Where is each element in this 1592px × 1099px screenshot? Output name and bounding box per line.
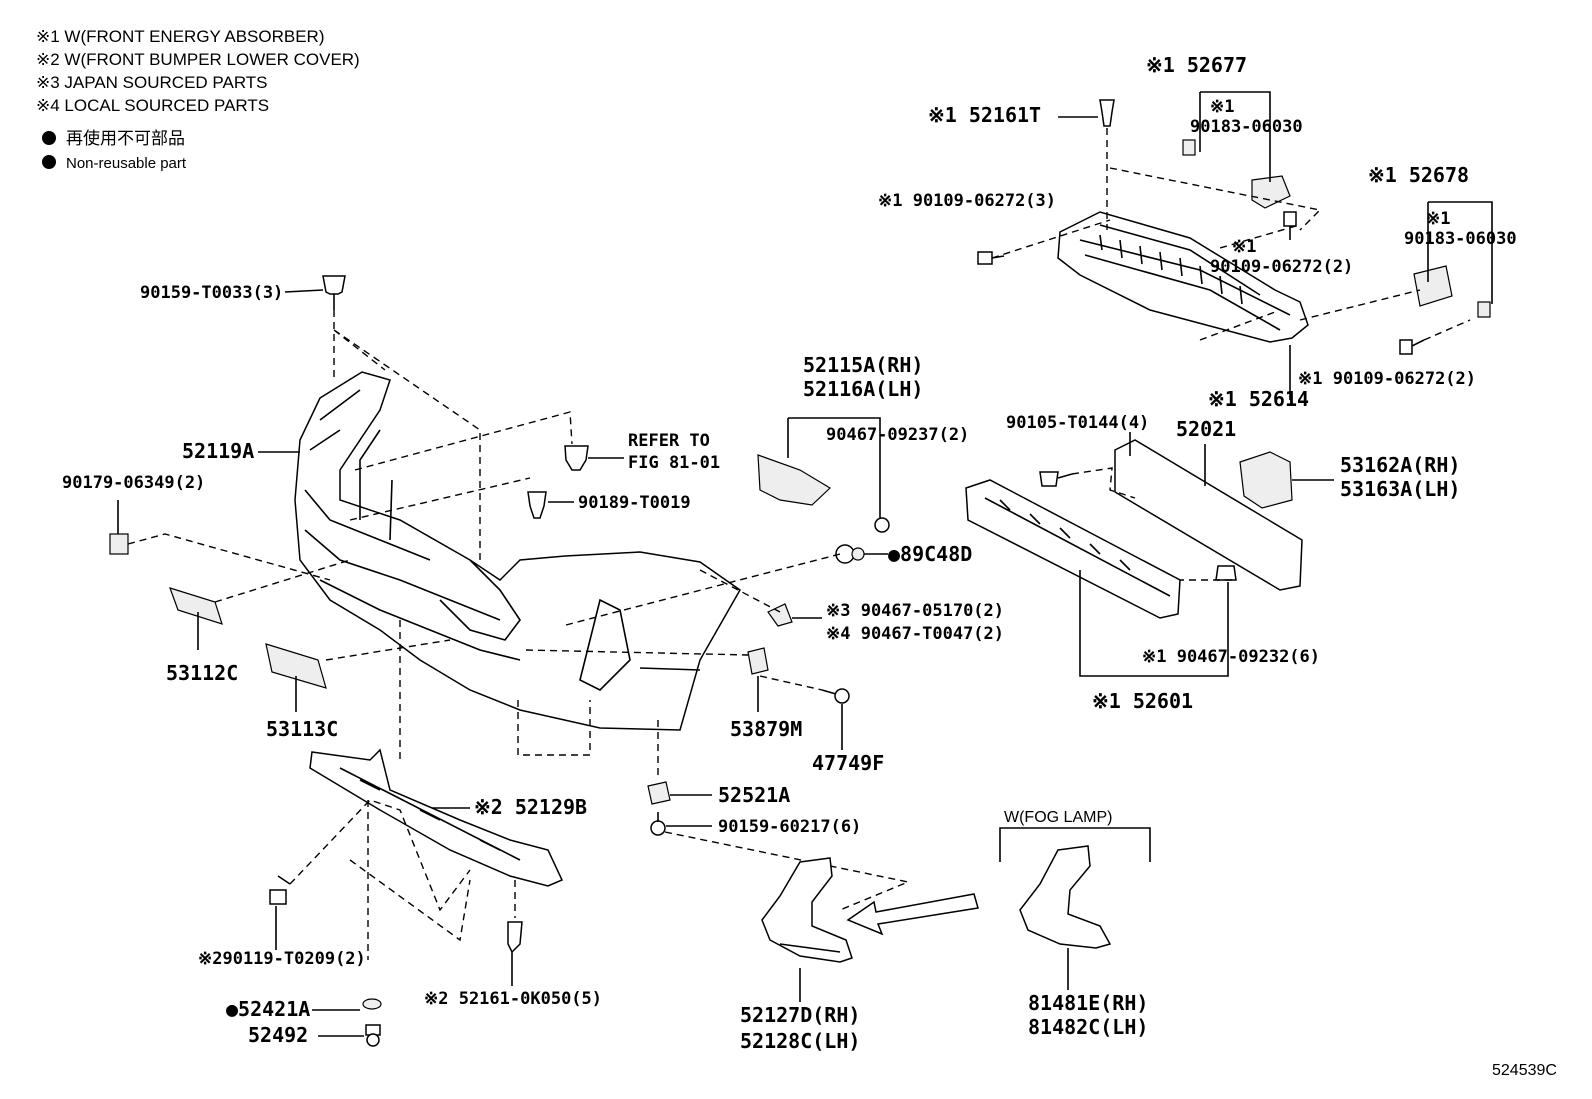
bolt-90109-icon — [977, 251, 1005, 265]
energy-absorber-group — [977, 91, 1493, 400]
mudflap-81481E — [1019, 845, 1112, 949]
label-refer-to: REFER TO — [628, 431, 710, 451]
energy-absorber-52614 — [1057, 211, 1309, 343]
clip-90189-icon — [527, 491, 547, 519]
clip-refer-icon — [564, 445, 589, 471]
reinforcement-52021 — [1114, 439, 1303, 591]
bumper-cover-52119A — [294, 371, 741, 731]
label-90183-06030-b: 90183-06030 — [1404, 229, 1517, 249]
bolt-90105-icon — [1039, 471, 1073, 487]
bumper-cover-group — [109, 275, 911, 911]
legend-non-reusable-jp: 再使用不可部品 — [66, 128, 185, 148]
label-90109-06272-3: ※1 90109-06272(3) — [878, 191, 1056, 211]
label-fog-lamp: W(FOG LAMP) — [1004, 809, 1112, 826]
grille-53113C — [265, 643, 327, 689]
bolt-90109-icon — [1399, 339, 1425, 355]
clip-90183-icon — [1182, 139, 1196, 156]
label-52021: 52021 — [1176, 417, 1236, 441]
label-52127D: 52127D(RH) — [740, 1003, 860, 1027]
label-52421A: ●52421A — [226, 997, 310, 1021]
label-90179-06349: 90179-06349(2) — [62, 473, 205, 493]
bracket-53162A — [1239, 451, 1293, 509]
reinforcement-52601 — [965, 479, 1181, 619]
label-52521A: 52521A — [718, 783, 790, 807]
mudflap-52127D — [761, 857, 853, 963]
label-90467-09232: ※1 90467-09232(6) — [1142, 647, 1320, 667]
label-52161-0K050: ※2 52161-0K050(5) — [424, 989, 602, 1009]
lower-cover-group — [269, 748, 564, 1047]
label-52677: ※1 52677 — [1146, 53, 1247, 77]
label-52115A: 52115A(RH) — [803, 353, 923, 377]
label-90105-T0144: 90105-T0144(4) — [1006, 413, 1149, 433]
label-47749F: 47749F — [812, 751, 884, 775]
clip-90467-05170-icon — [767, 603, 793, 627]
label-90109-mark: ※1 — [1232, 237, 1256, 257]
label-52129B: ※2 52129B — [474, 795, 587, 819]
label-52128C: 52128C(LH) — [740, 1029, 860, 1053]
label-52492: 52492 — [248, 1023, 308, 1047]
label-53113C: 53113C — [266, 717, 338, 741]
bracket-52677 — [1251, 175, 1291, 209]
label-81482C: 81482C(LH) — [1028, 1015, 1148, 1039]
label-90183-mark-b: ※1 — [1426, 209, 1450, 229]
label-90467-T0047: ※4 90467-T0047(2) — [826, 624, 1004, 644]
label-90183-06030: 90183-06030 — [1190, 117, 1303, 137]
figure-id: 524539C — [1492, 1062, 1557, 1079]
label-53879M: 53879M — [730, 717, 802, 741]
bolt-90159-60217-icon — [650, 812, 666, 836]
label-90467-05170: ※3 90467-05170(2) — [826, 601, 1004, 621]
nut-90467-09232-icon — [1215, 565, 1237, 581]
label-fig-81-01: FIG 81-01 — [628, 453, 720, 473]
label-89C48D: ●89C48D — [888, 542, 972, 566]
retainer-52521A — [647, 781, 671, 805]
label-90159-T0033: 90159-T0033(3) — [140, 283, 283, 303]
label-53112C: 53112C — [166, 661, 238, 685]
label-81481E: 81481E(RH) — [1028, 991, 1148, 1015]
label-90189-T0019: 90189-T0019 — [578, 493, 691, 513]
legend-note-2: ※2 W(FRONT BUMPER LOWER COVER) — [36, 50, 360, 69]
label-52614: ※1 52614 — [1208, 387, 1309, 411]
part-labels: ※1 52677 ※1 52161T ※1 90183-06030 ※1 901… — [62, 53, 1557, 1079]
bracket-52678 — [1413, 265, 1453, 307]
bolt-90119-icon — [269, 875, 291, 905]
clip-52161-0K050-icon — [507, 921, 523, 954]
label-52119A: 52119A — [182, 439, 254, 463]
screw-52492-icon — [365, 1024, 381, 1047]
label-90467-09237: 90467-09237(2) — [826, 425, 969, 445]
label-90159-60217: 90159-60217(6) — [718, 817, 861, 837]
part-89C48D-icon — [835, 544, 865, 564]
screw-90467-09237-icon — [874, 517, 890, 533]
label-52601: ※1 52601 — [1092, 689, 1193, 713]
bolt-90159-T0033-icon — [322, 275, 346, 310]
label-90109-06272-2-b: ※1 90109-06272(2) — [1298, 369, 1476, 389]
legend-non-reusable-en: Non-reusable part — [66, 155, 187, 172]
clip-90183-icon — [1477, 301, 1491, 318]
non-reusable-dot-icon — [42, 131, 56, 145]
label-52161T: ※1 52161T — [928, 103, 1041, 127]
reinforcement-group — [965, 432, 1334, 677]
mudflap-group — [761, 827, 1151, 1002]
clip-52421A-icon — [362, 998, 382, 1010]
label-53163A: 53163A(LH) — [1340, 477, 1460, 501]
screw-47749F-icon — [821, 688, 850, 704]
legend-note-3: ※3 JAPAN SOURCED PARTS — [36, 73, 268, 92]
label-52116A: 52116A(LH) — [803, 377, 923, 401]
nut-90179-icon — [109, 533, 129, 555]
label-53162A: 53162A(RH) — [1340, 453, 1460, 477]
bracket-53879M — [747, 647, 769, 675]
label-90109-06272-2: 90109-06272(2) — [1210, 257, 1353, 277]
label-90119-T0209: ※290119-T0209(2) — [198, 949, 366, 969]
grille-53112C — [169, 587, 223, 625]
label-52678: ※1 52678 — [1368, 163, 1469, 187]
legend: ※1 W(FRONT ENERGY ABSORBER) ※2 W(FRONT B… — [36, 27, 360, 172]
non-reusable-dot-icon — [42, 155, 56, 169]
legend-note-4: ※4 LOCAL SOURCED PARTS — [36, 96, 269, 115]
label-90183-mark: ※1 — [1210, 97, 1234, 117]
direction-arrow-icon — [846, 893, 979, 936]
clip-52161T-icon — [1099, 99, 1115, 127]
bracket-52115A — [757, 454, 831, 506]
legend-note-1: ※1 W(FRONT ENERGY ABSORBER) — [36, 27, 325, 46]
